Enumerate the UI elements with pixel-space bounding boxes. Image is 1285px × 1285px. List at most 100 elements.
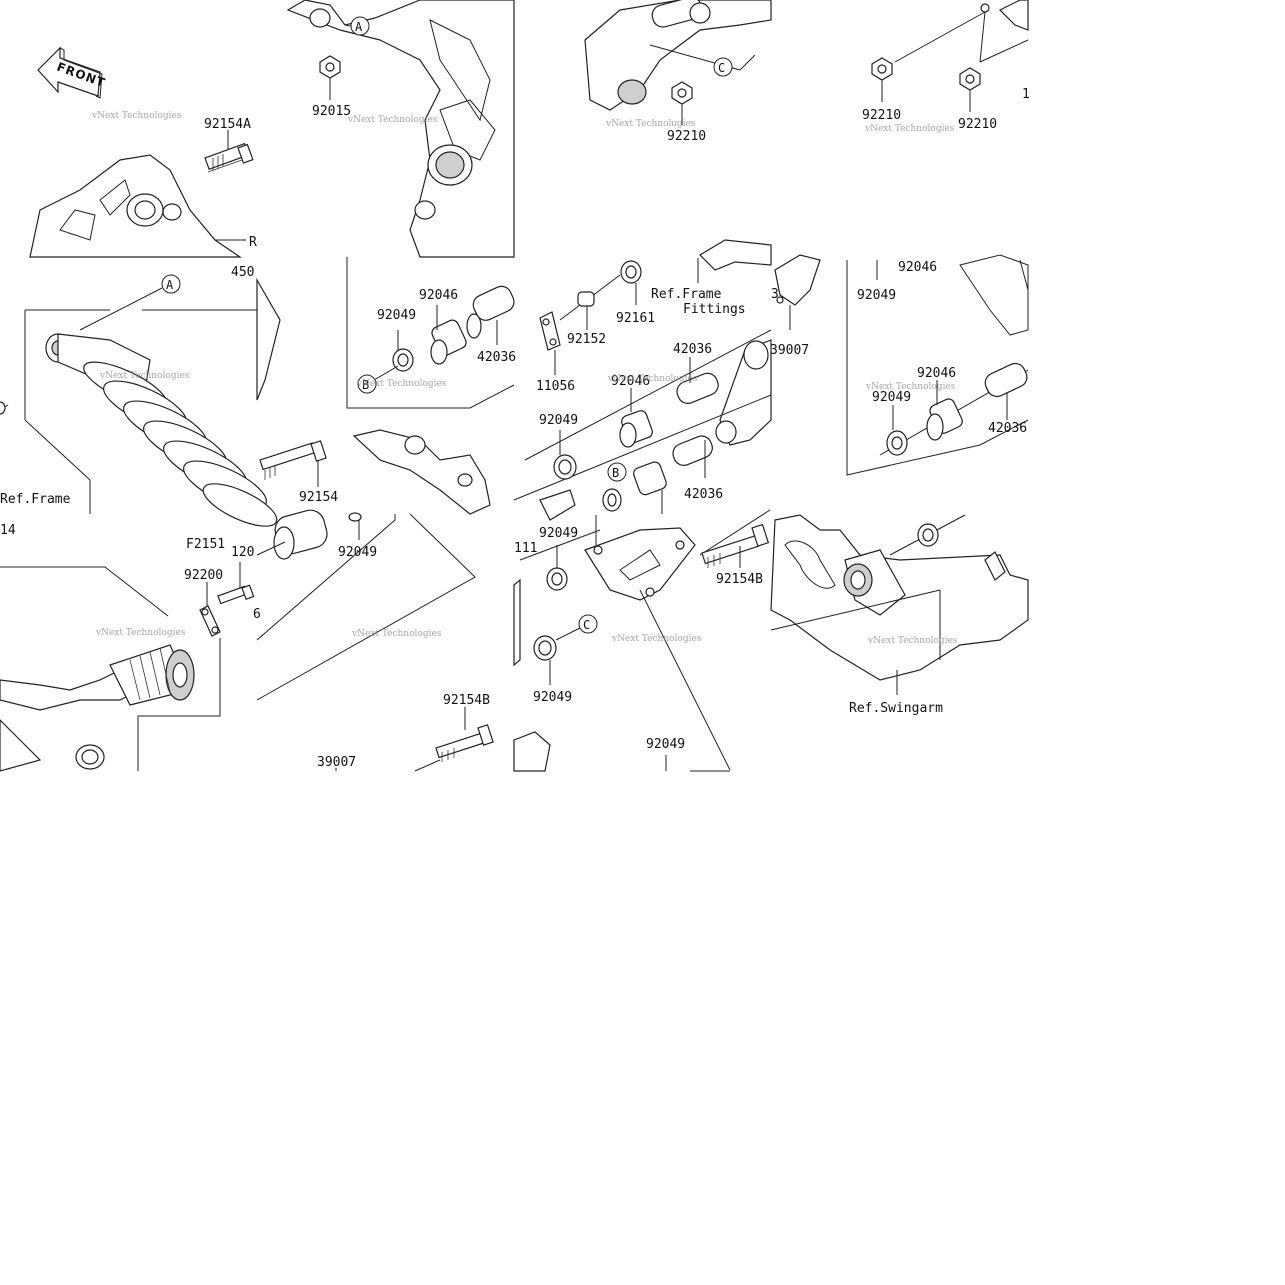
label-92015: 92015 [312, 104, 351, 119]
svg-text:vNext Technologies: vNext Technologies [864, 124, 955, 134]
label-42036-a: 42036 [477, 350, 516, 365]
tile-shock-absorber: A 450 Ref.Frame 14 vNext Technologies [0, 265, 281, 538]
shock-body [45, 333, 278, 527]
label-92049-e: 92049 [872, 390, 911, 405]
svg-text:vNext Technologies: vNext Technologies [605, 119, 696, 129]
svg-text:A: A [355, 20, 363, 34]
watermark: vNext Technologies [91, 111, 182, 121]
label-92049-f: 92049 [338, 545, 377, 560]
label-92154: 92154 [299, 490, 338, 505]
bolt-92154b-b [435, 724, 494, 762]
label-92049-bottom: 92049 [646, 737, 685, 752]
tile-tie-rod: 92154B 92049 111 C 92049 92049 vNext Tec… [513, 489, 771, 772]
svg-text:vNext Technologies: vNext Technologies [865, 382, 956, 392]
label-39007-b: 39007 [317, 755, 356, 770]
seal-92049-a [392, 348, 414, 372]
collar-92152 [577, 291, 595, 307]
label-39007-a: 39007 [770, 343, 809, 358]
collar-120 [273, 509, 328, 560]
seal-swingarm [917, 523, 939, 547]
label-92046-d: 92046 [917, 366, 956, 381]
tile-collar-120: 120 6 92049 92154B 39007 vNext Technolog… [231, 509, 494, 772]
svg-text:vNext Technologies: vNext Technologies [356, 379, 447, 389]
seal-92049-h [533, 635, 557, 661]
label-120: 120 [231, 545, 254, 560]
seal-92049-c [553, 454, 577, 480]
label-92210-c: 92210 [958, 117, 997, 132]
reservoir-body [109, 644, 195, 706]
label-42036-d: 42036 [988, 421, 1027, 436]
label-111: 111 [514, 541, 537, 556]
label-6: 6 [253, 607, 261, 622]
label-92049-d: 92049 [857, 288, 896, 303]
collar-42036-d [984, 362, 1028, 398]
bolt-f2151 [217, 584, 255, 605]
front-arrow-icon: FRONT [37, 46, 108, 99]
label-450: 450 [231, 265, 254, 280]
collar-42036-a [466, 285, 515, 339]
label-92210-b: 92210 [862, 108, 901, 123]
svg-text:vNext Technologies: vNext Technologies [607, 374, 698, 384]
label-42036-b: 42036 [673, 342, 712, 357]
tile-bushing-box-b: B 92049 92046 42036 92154 vNext Technolo… [259, 257, 516, 515]
svg-text:B: B [362, 378, 369, 392]
seal-92049-g [546, 567, 568, 591]
label-r: R [249, 235, 257, 250]
clamp-92200 [199, 605, 221, 637]
svg-text:vNext Technologies: vNext Technologies [611, 634, 702, 644]
tile-reservoir: F2151 92200 vNext Technologies [0, 537, 255, 772]
tile-right-box: 39007 92049 92046 92046 92049 42036 vNex… [770, 254, 1029, 476]
nut-92210-c [959, 67, 981, 91]
label-92049-g: 92049 [539, 526, 578, 541]
label-92200: 92200 [184, 568, 223, 583]
needle-bearing-92046-b2 [633, 461, 667, 496]
nut-92015 [319, 55, 341, 100]
tile-front-frame-left: FRONT 92154A R vNext Technologies [29, 46, 257, 258]
needle-bearing-92046-d [926, 398, 963, 441]
tile-link-92210: C 92210 vNext Technologies [584, 0, 772, 144]
plate-11056 [539, 311, 561, 351]
label-14: 14 [0, 523, 16, 538]
label-42036-c: 42036 [684, 487, 723, 502]
label-1: 1 [1022, 87, 1030, 102]
svg-text:vNext Technologies: vNext Technologies [347, 115, 438, 125]
label-92049-a: 92049 [377, 308, 416, 323]
svg-text:vNext Technologies: vNext Technologies [99, 371, 190, 381]
label-92161: 92161 [616, 311, 655, 326]
label-92046-c: 92046 [898, 260, 937, 275]
label-92046-b: 92046 [611, 374, 650, 389]
svg-text:vNext Technologies: vNext Technologies [867, 636, 958, 646]
callout-a-top [350, 16, 370, 36]
label-ref-frame-fittings-2: Fittings [683, 302, 746, 317]
needle-bearing-92046-b [619, 410, 653, 448]
label-11056: 11056 [536, 379, 575, 394]
collar-42036-c [672, 435, 713, 466]
svg-text:vNext Technologies: vNext Technologies [351, 629, 442, 639]
label-ref-frame-left: Ref.Frame [0, 492, 71, 507]
nut-92210-b [871, 57, 893, 81]
svg-text:C: C [718, 61, 725, 75]
label-92154a: 92154A [204, 117, 251, 132]
bolt-92154a [204, 130, 254, 173]
label-92049-h: 92049 [533, 690, 572, 705]
bolt-92154b-a [701, 523, 770, 568]
svg-text:vNext Technologies: vNext Technologies [95, 628, 186, 638]
label-92210-a: 92210 [667, 129, 706, 144]
tile-link-collars: 92152 92161 11056 Ref.Frame Fittings 420… [513, 239, 787, 514]
seal-92049-e [886, 430, 908, 456]
svg-text:B: B [612, 466, 619, 480]
tile-frame-92015: A 92015 vNext Technologies [286, 0, 515, 258]
needle-bearing-92046-a [430, 319, 467, 365]
frame-plate-left [29, 154, 246, 258]
bolt-92154 [259, 440, 327, 480]
cap-92161 [620, 260, 642, 284]
collar-42036-b [676, 372, 719, 404]
nut-92210-a [671, 81, 693, 105]
label-92046-a: 92046 [419, 288, 458, 303]
label-f2151: F2151 [186, 537, 225, 552]
label-92152: 92152 [567, 332, 606, 347]
tile-swingarm: Ref.Swingarm vNext Technologies [770, 514, 1029, 716]
svg-text:A: A [166, 278, 174, 292]
label-92049-c: 92049 [539, 413, 578, 428]
